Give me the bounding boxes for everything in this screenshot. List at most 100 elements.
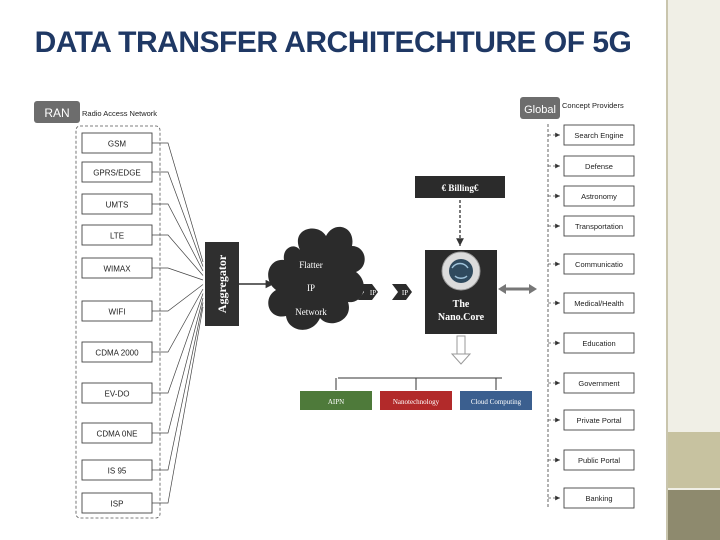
ip-arrow-right-shape	[392, 284, 412, 300]
globe-icon	[449, 259, 473, 283]
ran-connector	[152, 288, 204, 353]
ran-item: GPRS/EDGE	[81, 161, 153, 183]
billing-box	[415, 176, 505, 198]
global-item-box	[563, 215, 635, 237]
core-down-arrow	[450, 335, 472, 365]
global-header: Global Concept Providers	[520, 97, 624, 119]
ran-connector	[152, 284, 204, 312]
global-item: Public Portal	[548, 449, 635, 471]
ran-item: GSM	[81, 132, 153, 154]
ran-tag: RAN	[44, 106, 69, 120]
billing-node: € Billing€	[415, 176, 505, 198]
global-item-box	[563, 292, 635, 314]
aggregator-node: Aggregator	[205, 242, 239, 326]
global-item-label: Public Portal	[578, 456, 620, 465]
cloud-line-1: Flatter	[299, 260, 323, 270]
ran-connector	[152, 142, 204, 263]
cloud-shape	[268, 226, 365, 330]
ran-connector	[152, 267, 204, 281]
service-box-rect	[300, 391, 372, 410]
ran-item: IS 95	[81, 459, 153, 481]
ip-arrows: IP IP	[358, 284, 412, 300]
right-decor-block-dark	[668, 490, 720, 540]
global-item: Private Portal	[548, 409, 635, 431]
ran-item-label: CDMA 0NE	[97, 430, 138, 439]
ran-connector	[152, 297, 204, 434]
ran-item: CDMA 0NE	[81, 422, 153, 444]
service-box: Cloud Computing	[460, 378, 532, 410]
ran-item-label: GSM	[108, 140, 127, 149]
ran-connector	[152, 234, 204, 276]
ran-connector	[152, 203, 204, 272]
globe-icon-lines	[451, 262, 469, 279]
global-item: Medical/Health	[548, 292, 635, 314]
ran-item-label: EV-DO	[105, 390, 130, 399]
service-boxes: AIPN Nanotechnology Cloud Computing	[300, 378, 532, 410]
ran-group-border	[75, 125, 161, 519]
global-item: Government	[548, 372, 635, 394]
global-item: Astronomy	[548, 185, 635, 207]
global-item-box	[563, 409, 635, 431]
ran-item-label: IS 95	[108, 467, 127, 476]
ran-tag-box	[34, 101, 80, 123]
ran-caption: Radio Access Network	[82, 109, 157, 118]
global-item-label: Search Engine	[574, 131, 623, 140]
service-box-rect	[380, 391, 452, 410]
ip-arrow-left-shape	[358, 284, 378, 300]
global-item-box	[563, 253, 635, 275]
global-item-label: Astronomy	[581, 192, 617, 201]
ip-arrow-right-label: IP	[402, 289, 408, 297]
global-item: Communicatio	[548, 253, 635, 275]
global-tag: Global	[524, 104, 556, 116]
cloud-line-3: Network	[295, 307, 327, 317]
ran-item-label: WIMAX	[103, 265, 131, 274]
ran-items: GSM GPRS/EDGE UMTS LTE WIMAX WIFI CDMA 2000EV-…	[81, 132, 153, 514]
billing-label: € Billing€	[442, 183, 479, 193]
flatter-ip-network-cloud: Flatter IP Network	[268, 226, 365, 330]
ran-item-label: ISP	[111, 500, 124, 509]
nanocore-line-2: Nano.Core	[438, 312, 485, 323]
cloud-line-2: IP	[307, 283, 315, 293]
right-decor-line	[666, 0, 668, 540]
global-item-box	[563, 155, 635, 177]
nanocore-line-1: The	[453, 299, 470, 310]
service-box-label: Nanotechnology	[393, 398, 440, 406]
ran-item: UMTS	[81, 193, 153, 215]
global-item: Search Engine	[548, 124, 635, 146]
ran-item: ISP	[81, 492, 153, 514]
ran-item: WIMAX	[81, 257, 153, 279]
ran-header: RAN Radio Access Network	[34, 101, 157, 123]
ran-connector	[152, 306, 204, 504]
ran-connector	[152, 171, 204, 267]
global-item-label: Defense	[585, 162, 613, 171]
global-item-label: Banking	[585, 494, 612, 503]
aggregator-label: Aggregator	[215, 254, 229, 313]
global-items: Search EngineDefenseAstronomyTransportat…	[548, 124, 635, 509]
right-decor-block-light	[668, 432, 720, 488]
global-item-label: Private Portal	[576, 416, 621, 425]
global-item-box	[563, 124, 635, 146]
ran-item-label: GPRS/EDGE	[93, 169, 141, 178]
service-box: Nanotechnology	[380, 378, 452, 410]
ran-item: WIFI	[81, 300, 153, 322]
global-item-label: Medical/Health	[574, 299, 624, 308]
ran-item: EV-DO	[81, 382, 153, 404]
ran-connector	[152, 302, 204, 471]
global-item-box	[563, 487, 635, 509]
service-box-label: AIPN	[328, 398, 344, 406]
global-item-box	[563, 185, 635, 207]
global-item: Transportation	[548, 215, 635, 237]
core-to-global-arrow	[498, 284, 537, 294]
ran-item-label: LTE	[110, 232, 124, 241]
service-box: AIPN	[300, 378, 372, 410]
global-item-label: Transportation	[575, 222, 623, 231]
ran-item-label: CDMA 2000	[95, 349, 139, 358]
ran-item: CDMA 2000	[81, 341, 153, 363]
ran-connectors	[152, 142, 204, 504]
global-item-box	[563, 332, 635, 354]
ran-item: LTE	[81, 224, 153, 246]
global-caption: Concept Providers	[562, 101, 624, 110]
service-box-label: Cloud Computing	[471, 398, 522, 406]
global-item: Education	[548, 332, 635, 354]
ran-connector	[152, 293, 204, 394]
